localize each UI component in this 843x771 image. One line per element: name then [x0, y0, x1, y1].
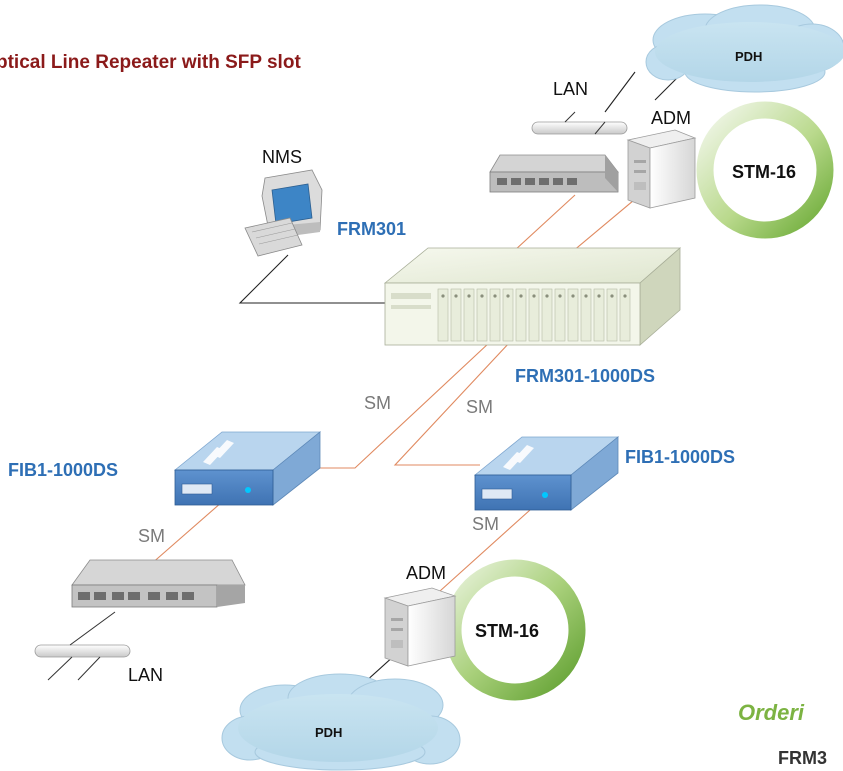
- frm301-1000ds-label: FRM301-1000DS: [515, 366, 656, 386]
- card-screw-icon: [558, 294, 562, 298]
- ordering-item-label: FRM3: [778, 748, 827, 768]
- card-screw-icon: [441, 294, 445, 298]
- card-screw-icon: [493, 294, 497, 298]
- stm16-ring-top: [696, 101, 834, 239]
- frm301-card-slots: [437, 288, 631, 342]
- card-screw-icon: [532, 294, 536, 298]
- frm301-card-slot: [593, 288, 605, 342]
- card-screw-icon: [480, 294, 484, 298]
- frm301-card-slot: [554, 288, 566, 342]
- nms-label: NMS: [262, 147, 302, 167]
- frm301-card-slot: [515, 288, 527, 342]
- sm-label: SM: [138, 526, 165, 546]
- diagram-title: ptical Line Repeater with SFP slot: [0, 52, 301, 73]
- frm301-card-slot: [476, 288, 488, 342]
- switch-top: [489, 154, 619, 193]
- card-screw-icon: [623, 294, 627, 298]
- adm-label-top: ADM: [651, 108, 691, 128]
- pdh-label-top: PDH: [735, 49, 763, 64]
- frm301-card-slot: [502, 288, 514, 342]
- card-screw-icon: [467, 294, 471, 298]
- card-screw-icon: [610, 294, 614, 298]
- fib1-1000ds-right: [473, 436, 620, 511]
- card-screw-icon: [584, 294, 588, 298]
- adm-server-top: [626, 129, 697, 209]
- card-screw-icon: [519, 294, 523, 298]
- card-screw-icon: [545, 294, 549, 298]
- nms-computer: [244, 169, 323, 257]
- fib1-1000ds-left-label: FIB1-1000DS: [8, 460, 119, 480]
- pdh-label-bottom: PDH: [315, 725, 343, 740]
- stm16-label-bottom: STM-16: [475, 621, 540, 641]
- sm-label: SM: [472, 514, 499, 534]
- frm301-card-slot: [437, 288, 449, 342]
- ordering-heading: Orderi: [738, 700, 805, 725]
- sm-label: SM: [466, 397, 493, 417]
- frm301-card-slot: [606, 288, 618, 342]
- frm301-chassis: [383, 247, 682, 346]
- frm301-card-slot: [528, 288, 540, 342]
- card-screw-icon: [454, 294, 458, 298]
- frm301-card-slot: [541, 288, 553, 342]
- pdh-cloud-top: [645, 4, 843, 93]
- frm301-card-slot: [450, 288, 462, 342]
- adm-server-bottom: [383, 587, 457, 667]
- card-screw-icon: [506, 294, 510, 298]
- frm301-card-slot: [619, 288, 631, 342]
- adm-label-bottom: ADM: [406, 563, 446, 583]
- card-screw-icon: [571, 294, 575, 298]
- frm301-card-slot: [463, 288, 475, 342]
- stm16-label-top: STM-16: [732, 162, 797, 182]
- frm301-card-slot: [567, 288, 579, 342]
- lan-label-bottom: LAN: [128, 665, 164, 685]
- fiber-links: [149, 194, 641, 601]
- fib1-1000ds-right-label: FIB1-1000DS: [625, 447, 736, 467]
- frm301-label: FRM301: [337, 219, 407, 239]
- lan-segment-top: [531, 111, 628, 135]
- frm301-card-slot: [580, 288, 592, 342]
- switch-bottom: [71, 559, 246, 608]
- frm301-card-slot: [489, 288, 501, 342]
- pdh-cloud-bottom: [221, 673, 461, 771]
- fib1-1000ds-left: [173, 431, 322, 506]
- card-screw-icon: [597, 294, 601, 298]
- lan-label-top: LAN: [553, 79, 589, 99]
- lan-segment-bottom: [34, 611, 131, 681]
- sm-label: SM: [364, 393, 391, 413]
